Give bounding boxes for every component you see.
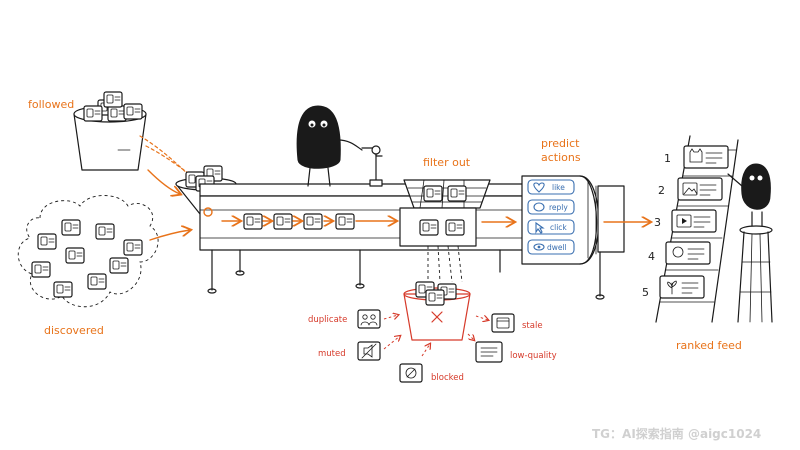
reject-label-muted: muted — [318, 349, 346, 359]
rank-number-2: 2 — [658, 184, 665, 197]
reject-label-low-quality: low-quality — [510, 351, 557, 361]
feed-item-4 — [665, 241, 711, 265]
image-icon — [682, 182, 698, 196]
discovered-card-icon — [61, 219, 81, 236]
face-icon — [672, 246, 684, 258]
followed-pour-stream — [139, 135, 191, 177]
reject-duplicate — [357, 309, 398, 329]
filter-out-label: filter out — [423, 156, 471, 169]
watermark-text: TG：AI探索指南 @aigc1024 — [592, 426, 761, 441]
followed-card-icon — [107, 105, 127, 122]
rank-number-1: 1 — [664, 152, 671, 165]
belt-card-icon — [243, 213, 263, 230]
discovered-card-icon — [31, 261, 51, 278]
action-pill-dwell: dwell — [527, 239, 575, 255]
discovered-card-icon — [109, 257, 129, 274]
cat-icon — [689, 148, 703, 163]
action-pill-click: click — [527, 219, 575, 235]
action-label-reply: reply — [549, 203, 568, 212]
filtered-card-icon — [419, 219, 439, 236]
reject-stale — [475, 313, 515, 333]
discovered-card-icon — [53, 281, 73, 298]
action-label-dwell: dwell — [547, 243, 567, 252]
discovered-card-icon — [37, 233, 57, 250]
discovered-card-icon — [95, 223, 115, 240]
discovered-arrow — [149, 230, 190, 241]
discovered-label: discovered — [44, 324, 104, 337]
feed-item-5 — [659, 275, 705, 299]
reject-bucket — [403, 281, 471, 341]
discovered-card-icon — [123, 239, 143, 256]
crank-handle — [361, 145, 383, 187]
plant-icon — [667, 280, 677, 295]
sieve-card-icon — [423, 185, 443, 202]
sieve-card-icon — [447, 185, 467, 202]
belt-card-icon — [303, 213, 323, 230]
belt-card-icon — [335, 213, 355, 230]
reject-muted — [357, 336, 400, 361]
rank-number-4: 4 — [648, 250, 655, 263]
followed-card-icon — [103, 91, 123, 108]
reject-label-blocked: blocked — [431, 373, 464, 383]
reject-label-stale: stale — [522, 321, 543, 331]
reject-low-quality — [467, 333, 503, 363]
action-label-like: like — [552, 183, 565, 192]
rank-number-5: 5 — [642, 286, 649, 299]
discovered-cloud — [17, 195, 159, 308]
feed-item-1 — [683, 145, 729, 169]
reject-label-duplicate: duplicate — [308, 315, 347, 325]
followed-label: followed — [28, 98, 74, 111]
action-label-click: click — [550, 223, 567, 232]
followed-card-icon — [123, 103, 143, 120]
reject-blocked — [399, 344, 430, 383]
followed-arrow — [147, 169, 180, 194]
belt-card-icon — [273, 213, 293, 230]
discovered-card-icon — [65, 247, 85, 264]
operator-character — [296, 105, 363, 187]
ranked-feed-label: ranked feed — [676, 339, 742, 352]
predict-actions-label-2: actions — [541, 151, 581, 164]
stool — [737, 225, 773, 323]
action-pill-like: like — [527, 179, 575, 195]
feed-item-3 — [671, 209, 717, 233]
discovered-card-icon — [87, 273, 107, 290]
conveyor-belt — [199, 183, 551, 294]
rejected-card-icon — [425, 289, 445, 306]
curator-character — [727, 163, 771, 227]
action-pill-reply: reply — [527, 199, 575, 215]
followed-card-icon — [83, 105, 103, 122]
video-icon — [676, 214, 692, 228]
feed-item-2 — [677, 177, 723, 201]
filtered-card-icon — [445, 219, 465, 236]
followed-bucket — [73, 91, 147, 171]
rank-number-3: 3 — [654, 216, 661, 229]
filter-sieve — [399, 179, 491, 283]
predict-actions-label-1: predict — [541, 137, 580, 150]
